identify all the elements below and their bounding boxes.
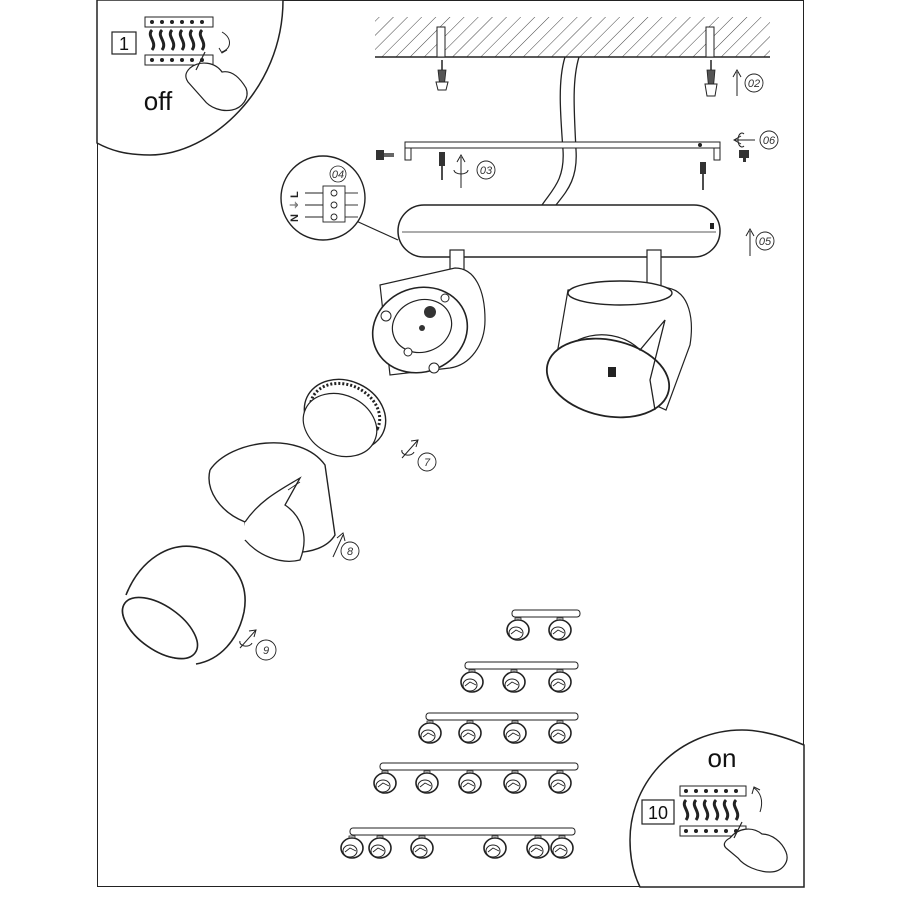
variant-rail bbox=[379, 762, 579, 771]
arrow-step-05: 05 bbox=[745, 227, 775, 256]
inner-shade bbox=[208, 442, 336, 562]
variant-3-lamps bbox=[460, 661, 579, 693]
variant-4-lamps bbox=[418, 712, 579, 744]
step-01-label: 1 bbox=[119, 34, 129, 54]
step-07-label: 7 bbox=[424, 457, 431, 469]
step-08-label: 8 bbox=[347, 546, 354, 558]
arrow-step-06: 06 bbox=[732, 130, 779, 162]
step-04-label: 04 bbox=[332, 169, 344, 181]
variant-6-lamps bbox=[340, 827, 576, 859]
inset-off-text: off bbox=[144, 86, 173, 116]
canopy-base bbox=[397, 204, 721, 258]
wall-plug-right bbox=[704, 60, 718, 97]
variant-spot bbox=[460, 669, 484, 693]
outer-shade bbox=[121, 541, 246, 665]
lamp-socket-housing bbox=[371, 267, 486, 376]
arrow-step-03: 03 bbox=[453, 153, 496, 188]
variant-spot bbox=[483, 835, 507, 859]
variant-rail bbox=[349, 827, 576, 836]
terminal-label-earth: ⏚ bbox=[289, 200, 301, 210]
variant-spot bbox=[368, 835, 392, 859]
step-02-label: 02 bbox=[748, 78, 760, 90]
step-09-label: 9 bbox=[263, 645, 269, 657]
variant-spot bbox=[458, 770, 482, 794]
wall-plug-left bbox=[435, 60, 449, 91]
arrow-step-09: 9 bbox=[239, 629, 277, 661]
screw-left bbox=[376, 150, 394, 160]
variant-spot bbox=[506, 617, 530, 641]
terminal-magnifier: 04 L ⏚ N bbox=[280, 155, 399, 241]
inset-on: on 10 bbox=[629, 729, 805, 888]
variant-spot bbox=[340, 835, 364, 859]
arrow-step-02: 02 bbox=[732, 68, 764, 96]
variant-rail bbox=[464, 661, 579, 670]
arrow-step-07: 7 bbox=[401, 439, 437, 472]
variant-spot bbox=[548, 720, 572, 744]
hand-on-icon bbox=[723, 828, 788, 873]
ceiling bbox=[375, 17, 770, 58]
arrow-step-08: 8 bbox=[332, 532, 360, 561]
step-10-label: 10 bbox=[648, 803, 668, 823]
led-lamp bbox=[302, 378, 387, 458]
inset-off: 1 off bbox=[96, 0, 284, 156]
step-06-label: 06 bbox=[763, 135, 776, 147]
variant-spot bbox=[373, 770, 397, 794]
variant-rail bbox=[425, 712, 579, 721]
variant-spot bbox=[503, 770, 527, 794]
assembled-spotlight bbox=[545, 280, 692, 419]
screw-bracket-right bbox=[700, 162, 706, 190]
terminal-strip-off bbox=[144, 16, 214, 66]
step-03-label: 03 bbox=[480, 165, 493, 177]
inset-on-text: on bbox=[708, 743, 737, 773]
terminal-label-l: L bbox=[289, 191, 301, 198]
variant-rail bbox=[511, 609, 581, 618]
variant-spot bbox=[550, 835, 574, 859]
variant-spot bbox=[503, 720, 527, 744]
variant-spot bbox=[548, 617, 572, 641]
hand-icon bbox=[185, 62, 248, 112]
mounting-bracket bbox=[404, 141, 721, 161]
variant-2-lamps bbox=[506, 609, 581, 641]
screw-bracket-left bbox=[439, 152, 445, 180]
variant-5-lamps bbox=[373, 762, 579, 794]
variant-spot bbox=[418, 720, 442, 744]
terminal-label-n: N bbox=[289, 214, 301, 222]
variant-spot bbox=[410, 835, 434, 859]
variant-spot bbox=[548, 669, 572, 693]
variant-spot bbox=[415, 770, 439, 794]
terminal-strip-on bbox=[679, 785, 747, 837]
step-05-label: 05 bbox=[759, 236, 772, 248]
variants bbox=[340, 609, 581, 859]
variant-spot bbox=[502, 669, 526, 693]
variant-spot bbox=[526, 835, 550, 859]
variant-spot bbox=[458, 720, 482, 744]
variant-spot bbox=[548, 770, 572, 794]
